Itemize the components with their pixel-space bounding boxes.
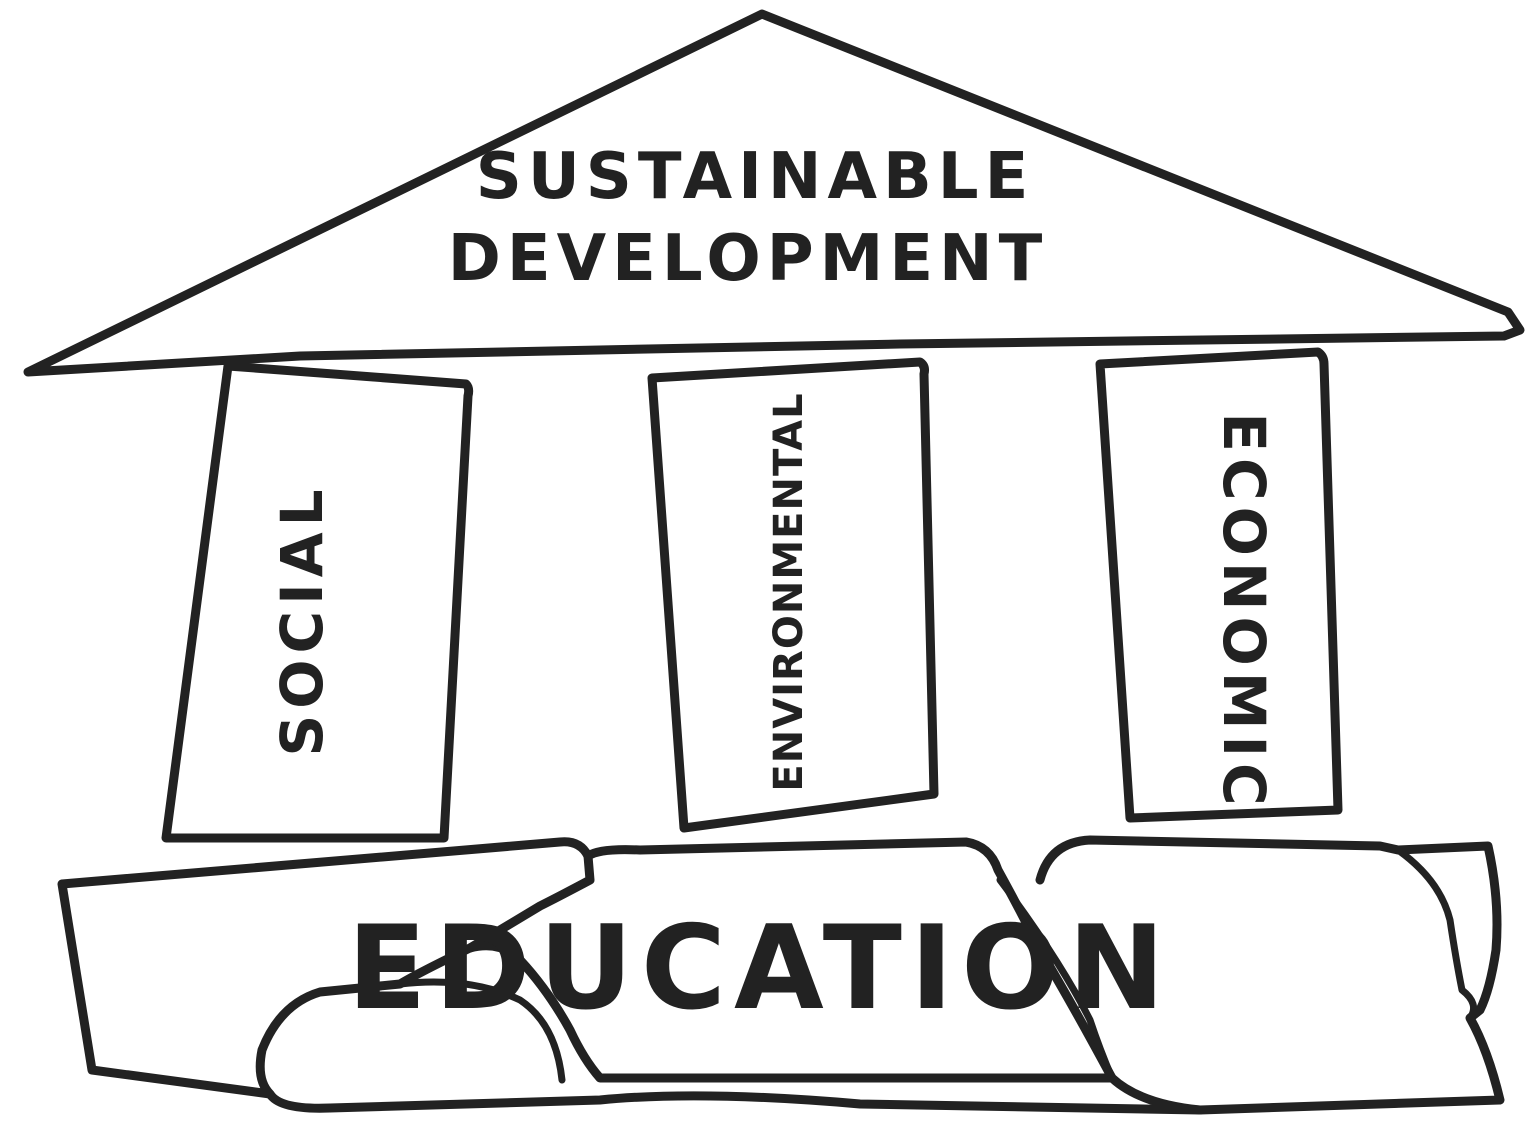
roof-outline	[23, 9, 1525, 377]
pillar-social-label: SOCIAL	[268, 483, 336, 756]
pillar-economic: ECONOMIC	[1095, 347, 1343, 823]
pillar-social-outline	[161, 361, 474, 843]
foundation-crack-middle	[996, 876, 1116, 1082]
pillar-environmental-label: ENVIRONMENTAL	[766, 392, 812, 791]
pillar-social: SOCIAL	[161, 361, 474, 843]
pillar-environmental: ENVIRONMENTAL	[647, 357, 939, 833]
foundation-label: EDUCATION	[347, 901, 1173, 1036]
foundation-crack-right	[1394, 846, 1478, 1022]
foundation-crack-left	[396, 978, 566, 1084]
pillar-economic-outline	[1095, 347, 1343, 823]
foundation-stone-middle	[465, 837, 1117, 1083]
foundation: EDUCATION	[57, 835, 1505, 1115]
roof: SUSTAINABLE DEVELOPMENT	[23, 9, 1525, 377]
foundation-bottom-edge	[265, 1089, 1205, 1115]
roof-title-line-1: SUSTAINABLE	[476, 140, 1035, 214]
pillar-economic-label: ECONOMIC	[1210, 412, 1278, 811]
pillar-environmental-outline	[647, 357, 939, 833]
roof-title-line-2: DEVELOPMENT	[448, 222, 1049, 296]
